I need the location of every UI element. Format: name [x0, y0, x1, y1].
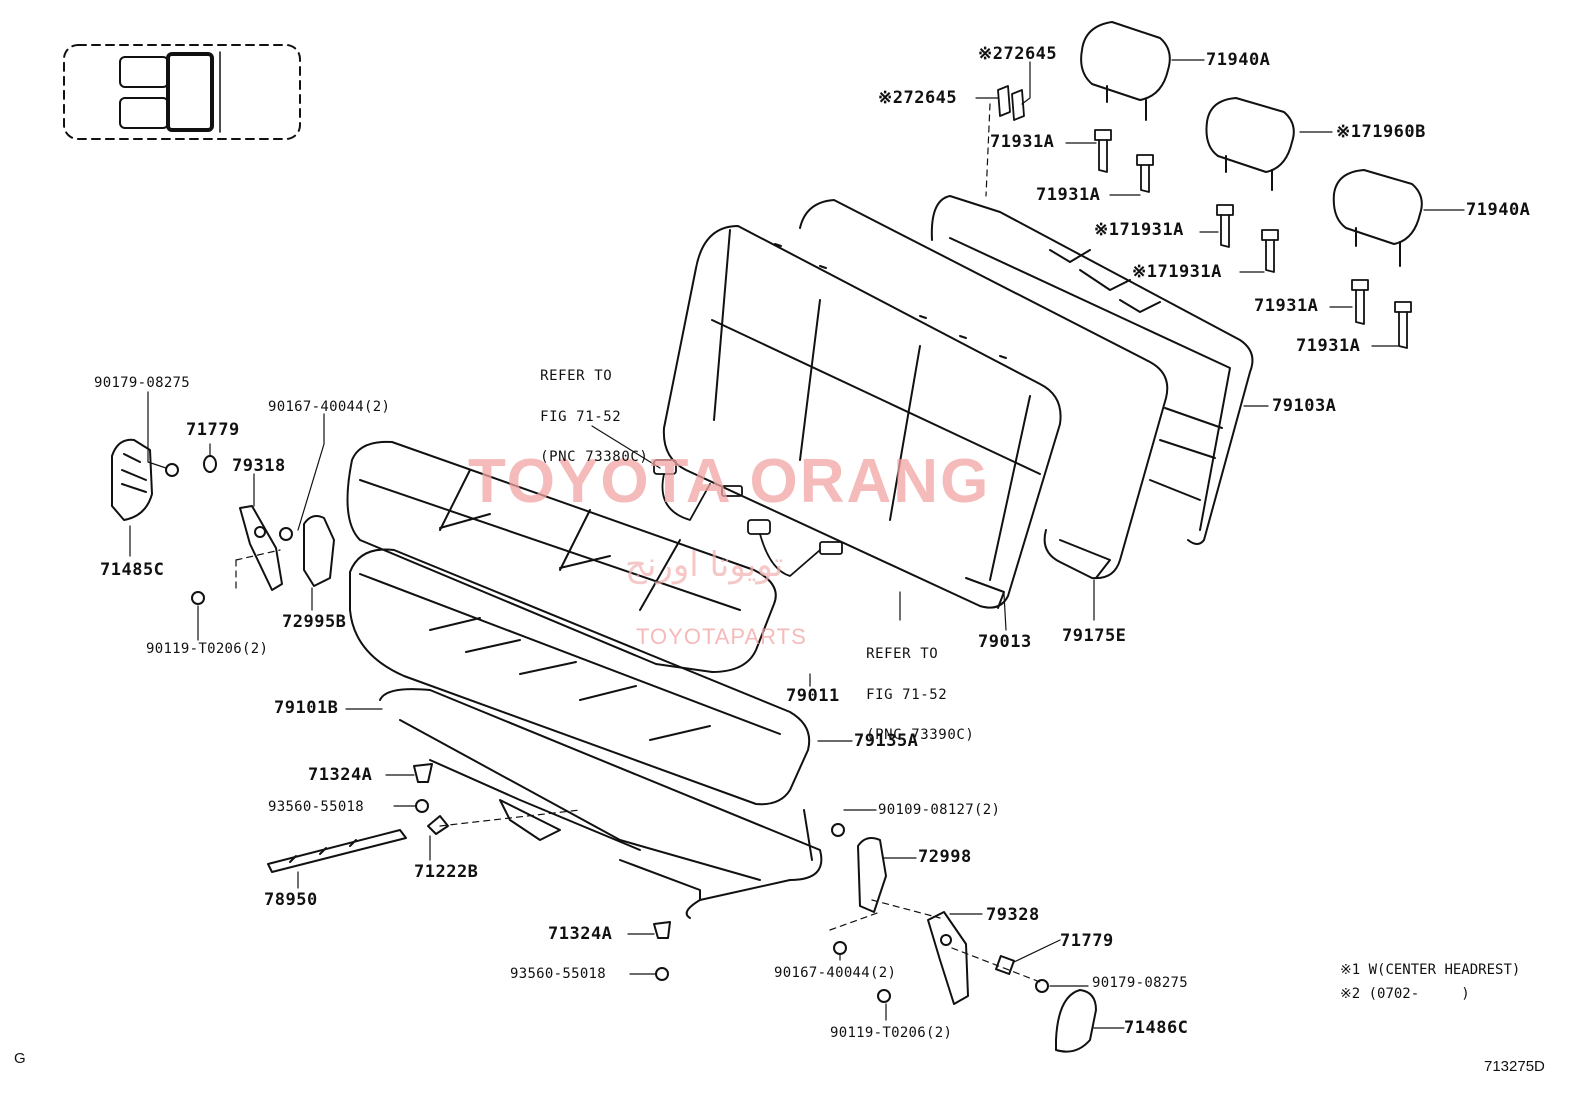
bolt-90119-left[interactable] — [191, 591, 205, 605]
label-71779-right[interactable]: 71779 — [1060, 931, 1114, 951]
seat-track-78950[interactable] — [267, 829, 407, 873]
label-71222B[interactable]: 71222B — [414, 862, 479, 882]
corner-letter: G — [14, 1050, 26, 1067]
seat-cushion-frame-79101B[interactable] — [379, 688, 823, 919]
bolt-90167-left[interactable] — [279, 527, 293, 541]
refer-line3: (PNC 73390C) — [866, 727, 975, 744]
bolt-90167-right[interactable] — [833, 941, 847, 955]
hinge-bracket-79318[interactable] — [239, 505, 283, 591]
label-71931A-5[interactable]: 71931A — [1254, 296, 1319, 316]
clip-90179-right[interactable] — [1035, 979, 1049, 993]
label-71931A-6[interactable]: 71931A — [1296, 336, 1361, 356]
nut-71779-left[interactable] — [203, 455, 217, 473]
refer-line3: (PNC 73380C) — [540, 449, 649, 466]
screw-93560-bottom[interactable] — [655, 967, 669, 981]
label-72645-a[interactable]: ※272645 — [978, 44, 1058, 64]
label-71931A-3[interactable]: ※171931A — [1094, 220, 1184, 240]
refer-note-73380C[interactable]: REFER TO FIG 71-52 (PNC 73380C) — [522, 346, 648, 468]
label-71931A-4[interactable]: ※171931A — [1132, 262, 1222, 282]
label-71960B[interactable]: ※171960B — [1336, 122, 1426, 142]
hinge-cover-72998[interactable] — [857, 837, 887, 913]
footnote-1: ※1 W(CENTER HEADREST) — [1340, 962, 1521, 978]
clip-71222B[interactable] — [427, 815, 449, 835]
screw-93560-top[interactable] — [415, 799, 429, 813]
label-79135A[interactable]: 79135A — [854, 731, 919, 751]
seatback-cover-79175E[interactable] — [799, 199, 1169, 580]
watermark-main: TOYOTA ORANG — [468, 447, 991, 516]
vehicle-locator-inset — [63, 44, 301, 140]
label-93560-top[interactable]: 93560-55018 — [268, 799, 365, 815]
dashed-guides — [235, 103, 1041, 983]
label-90167-left[interactable]: 90167-40044(2) — [268, 399, 391, 415]
seat-cushion-pad-79135A[interactable] — [349, 548, 811, 806]
seatback-frame[interactable] — [930, 195, 1254, 545]
label-71486C[interactable]: 71486C — [1124, 1018, 1189, 1038]
footnote-2: ※2 (0702- ) — [1340, 986, 1470, 1002]
headrest-guides[interactable] — [1094, 129, 1412, 349]
label-72995B[interactable]: 72995B — [282, 612, 347, 632]
label-90179-left[interactable]: 90179-08275 — [94, 375, 191, 391]
label-79103A[interactable]: 79103A — [1272, 396, 1337, 416]
label-90109[interactable]: 90109-08127(2) — [878, 802, 1001, 818]
diagram-id: 713275D — [1484, 1058, 1545, 1075]
watermark-arabic: تويوتا اورنج — [625, 545, 784, 585]
label-90119-left[interactable]: 90119-T0206(2) — [146, 641, 269, 657]
label-71485C[interactable]: 71485C — [100, 560, 165, 580]
hinge-bracket-79328[interactable] — [927, 911, 969, 1005]
label-71940A-top[interactable]: 71940A — [1206, 50, 1271, 70]
label-71940A-right[interactable]: 71940A — [1466, 200, 1531, 220]
label-72998[interactable]: 72998 — [918, 847, 972, 867]
seat-belt-buckles[interactable] — [653, 459, 843, 577]
seatback-pad-79013[interactable] — [662, 225, 1062, 609]
label-79328[interactable]: 79328 — [986, 905, 1040, 925]
label-79011[interactable]: 79011 — [786, 686, 840, 706]
stopper-71324A-bottom[interactable] — [653, 921, 671, 939]
nut-71779-right[interactable] — [995, 955, 1015, 975]
headrest-71960B-center[interactable] — [1205, 97, 1295, 191]
label-93560-bottom[interactable]: 93560-55018 — [510, 966, 607, 982]
headrest-guide-72645[interactable] — [997, 85, 1025, 121]
refer-line1: REFER TO — [866, 646, 939, 663]
label-90179-right[interactable]: 90179-08275 — [1092, 975, 1189, 991]
seat-cushion-cover-79011[interactable] — [346, 440, 777, 673]
label-71324A-top[interactable]: 71324A — [308, 765, 373, 785]
label-72645-b[interactable]: ※272645 — [878, 88, 958, 108]
clip-90179-left[interactable] — [165, 463, 179, 477]
label-79175E[interactable]: 79175E — [1062, 626, 1127, 646]
leader-lines — [129, 59, 1465, 1029]
label-71324A-bottom[interactable]: 71324A — [548, 924, 613, 944]
label-79318[interactable]: 79318 — [232, 456, 286, 476]
hinge-cover-71486C[interactable] — [1055, 989, 1097, 1053]
hinge-cover-71485C[interactable] — [111, 438, 153, 521]
headrest-71940A-right[interactable] — [1332, 169, 1423, 267]
label-78950[interactable]: 78950 — [264, 890, 318, 910]
label-79101B[interactable]: 79101B — [274, 698, 339, 718]
label-71931A-1[interactable]: 71931A — [990, 132, 1055, 152]
refer-line2: FIG 71-52 — [866, 686, 948, 703]
label-71931A-2[interactable]: 71931A — [1036, 185, 1101, 205]
refer-line1: REFER TO — [540, 368, 613, 385]
label-71779-left[interactable]: 71779 — [186, 420, 240, 440]
refer-line2: FIG 71-52 — [540, 408, 622, 425]
headrest-71940A-top[interactable] — [1080, 21, 1171, 121]
hinge-cover-72995B[interactable] — [303, 515, 335, 587]
label-79013[interactable]: 79013 — [978, 632, 1032, 652]
watermark-site: TOYOTAPARTS — [636, 624, 807, 649]
refer-note-73390C[interactable]: REFER TO FIG 71-52 (PNC 73390C) — [848, 624, 974, 746]
bolt-90109[interactable] — [831, 823, 845, 837]
stopper-71324A-top[interactable] — [413, 763, 433, 783]
label-90167-right[interactable]: 90167-40044(2) — [774, 965, 897, 981]
bolt-90119-right[interactable] — [877, 989, 891, 1003]
label-90119-right[interactable]: 90119-T0206(2) — [830, 1025, 953, 1041]
